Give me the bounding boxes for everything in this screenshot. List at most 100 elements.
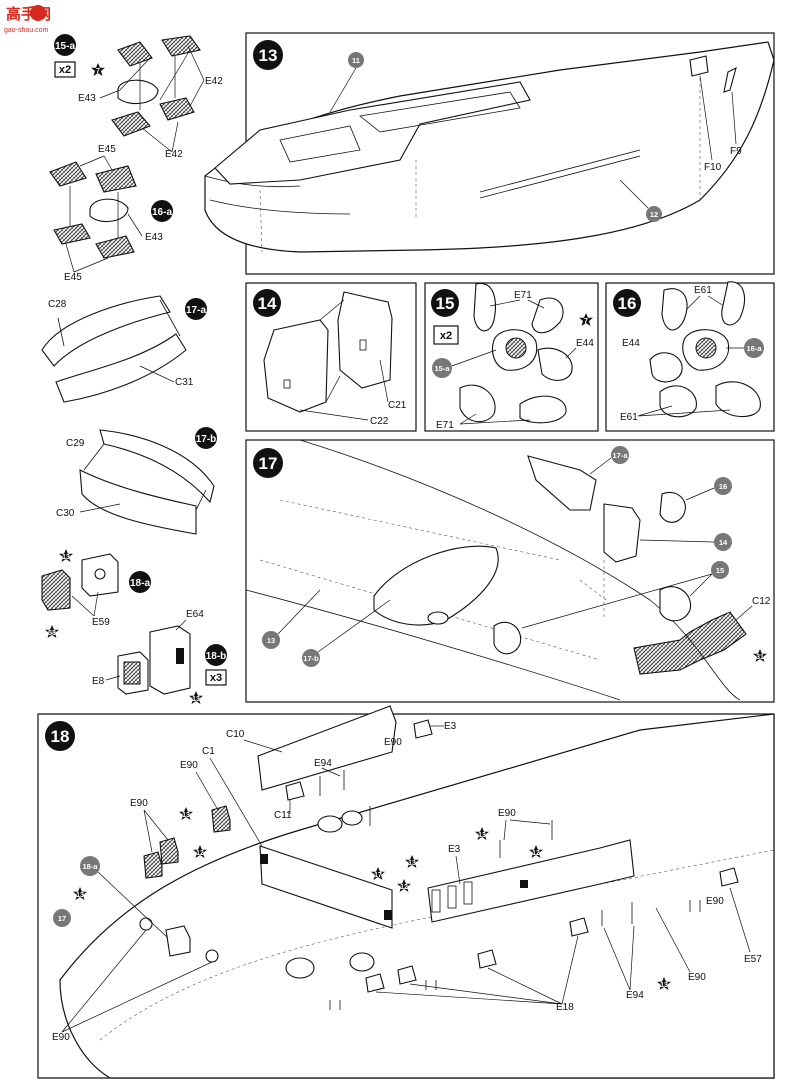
paint-star: 13 <box>179 807 193 820</box>
propeller-blade-part <box>473 283 496 332</box>
paint-star: 12 <box>193 845 207 858</box>
ref-badge <box>714 533 732 551</box>
paint-star: 58 <box>45 625 59 638</box>
rudder-half-part <box>95 235 135 259</box>
part-label: C12 <box>752 596 771 607</box>
part-label: E90 <box>706 896 724 907</box>
multiplier: x2 <box>440 330 452 342</box>
ref-badge <box>348 52 364 68</box>
part-label: E18 <box>556 1002 574 1013</box>
bollard-dark-part <box>41 569 71 611</box>
step-number: 17-a <box>186 305 206 316</box>
step-badge <box>195 427 217 449</box>
watermark-text: 高手网 <box>6 5 51 23</box>
step-number: 15 <box>436 294 455 313</box>
paint-star: 13 <box>475 827 489 840</box>
skeg-fairing-part <box>41 295 171 367</box>
ref-badge <box>646 206 662 222</box>
part-label: E64 <box>186 609 204 620</box>
svg-text:7: 7 <box>584 318 588 325</box>
skeg-fairing-part <box>79 469 197 535</box>
substep-15a: 15-a x2 7 E42 E43 E42 <box>54 34 223 160</box>
step-badge <box>45 721 75 751</box>
svg-text:14: 14 <box>719 538 728 547</box>
propeller-blade-part <box>531 297 564 334</box>
ref-badge <box>711 561 729 579</box>
fitting-part <box>723 66 737 93</box>
ref-badge <box>80 856 100 876</box>
part-label: E90 <box>688 972 706 983</box>
rudder-half-part <box>95 165 137 193</box>
ref-badge <box>611 446 629 464</box>
step-number: 17 <box>259 454 278 473</box>
paint-star: 12 <box>529 845 543 858</box>
part-label: E44 <box>622 338 640 349</box>
rudder-half-part <box>117 41 153 67</box>
part-label: C1 <box>202 746 215 757</box>
watermark-url: gao-shou.com <box>4 27 49 34</box>
locker-dark-part <box>211 805 231 833</box>
svg-text:13: 13 <box>192 696 200 703</box>
rudder-half-part <box>111 111 151 137</box>
multiplier: x3 <box>210 672 222 684</box>
svg-text:13: 13 <box>267 636 275 645</box>
part-label: E90 <box>130 798 148 809</box>
ref-badge <box>302 649 320 667</box>
svg-text:16-a: 16-a <box>746 344 762 353</box>
substep-16a: E45 16-a E43 E45 <box>49 144 173 283</box>
step-17-panel: 17 17-a 16 14 15 13 17-b <box>245 439 775 703</box>
locker-part <box>285 781 305 801</box>
fairing-part <box>373 545 499 626</box>
ref-badge <box>53 909 71 927</box>
locker-part <box>397 965 417 985</box>
propeller-blade-part <box>649 352 683 383</box>
locker-part <box>719 867 739 887</box>
paint-star: 13 <box>59 549 73 562</box>
step-14-panel: 14 C21 C22 <box>245 282 417 432</box>
part-label: E45 <box>98 144 116 155</box>
part-label: E44 <box>576 338 594 349</box>
paint-star: 13 <box>73 887 87 900</box>
svg-text:16: 16 <box>719 482 727 491</box>
locker-dark-part <box>143 851 163 879</box>
paint-star: 13 <box>189 691 203 704</box>
svg-text:18-a: 18-a <box>82 862 98 871</box>
part-label: E42 <box>205 76 223 87</box>
rail-part <box>427 839 635 923</box>
skeg-part <box>527 455 597 511</box>
part-label: E61 <box>694 285 712 296</box>
part-label: E45 <box>64 272 82 283</box>
part-label: F9 <box>730 146 742 157</box>
part-label: C21 <box>388 400 407 411</box>
rudder-half-part <box>161 35 201 57</box>
shaft-part <box>117 79 159 105</box>
part-label: E90 <box>384 737 402 748</box>
watermark-ball-icon <box>30 5 46 21</box>
step-badge <box>253 448 283 478</box>
skeg-fairing-part <box>55 333 187 403</box>
step-badge <box>185 298 207 320</box>
step-16-panel: 16 E61 E44 16-a E61 <box>605 281 775 432</box>
step-badge <box>205 644 227 666</box>
skeg-part <box>603 503 641 563</box>
svg-text:12: 12 <box>196 850 204 857</box>
skeg-half-part <box>263 319 329 413</box>
propeller-blade-part <box>459 384 496 423</box>
propeller-blade-part <box>661 288 688 331</box>
part-label: E43 <box>145 232 163 243</box>
step-number: 16-a <box>152 207 172 218</box>
bollard-cap-part <box>205 949 219 963</box>
propeller-blade-part <box>659 385 697 418</box>
propeller-blade-part <box>519 395 567 424</box>
part-label: C29 <box>66 438 85 449</box>
part-label: E71 <box>436 420 454 431</box>
propeller-part <box>493 621 522 655</box>
svg-text:17-a: 17-a <box>612 451 628 460</box>
part-label: C10 <box>226 729 245 740</box>
paint-star: 13 <box>405 855 419 868</box>
locker-door-icon <box>176 648 184 664</box>
part-label: E57 <box>744 954 762 965</box>
rudder-half-part <box>53 223 91 245</box>
paint-star: 13 <box>657 977 671 990</box>
